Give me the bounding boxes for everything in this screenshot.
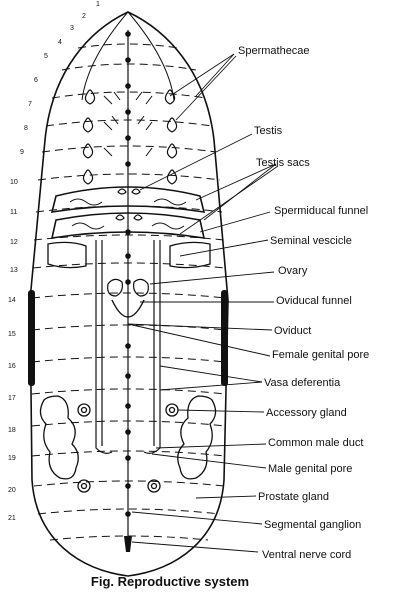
segment-number: 12 (10, 239, 18, 246)
label-spermiducal-funnel: Spermiducal funnel (274, 205, 368, 217)
label-prostate-gland: Prostate gland (258, 491, 329, 503)
label-male-genital-pore: Male genital pore (268, 463, 352, 475)
segmental-ganglia (124, 31, 132, 552)
segment-number: 13 (10, 267, 18, 274)
segment-number-labels: 1 2 3 4 5 6 7 8 9 10 11 12 13 14 15 16 1… (8, 1, 100, 522)
label-testis: Testis (254, 125, 283, 137)
spermathecae (82, 89, 178, 185)
segment-number: 7 (28, 101, 32, 108)
prostate-glands (39, 395, 217, 480)
pharyngeal-strands (103, 91, 153, 157)
segment-number: 4 (58, 39, 62, 46)
segment-number: 3 (70, 25, 74, 32)
segment-number: 1 (96, 1, 100, 8)
seminal-vesicles (47, 241, 211, 269)
accessory-glands (77, 403, 179, 493)
segment-number: 19 (8, 455, 16, 462)
ovaries (107, 278, 149, 318)
segment-number: 9 (20, 149, 24, 156)
body-outline (29, 11, 229, 577)
segment-number: 21 (8, 515, 16, 522)
testes (115, 188, 143, 221)
leader-lines (127, 53, 279, 553)
segment-number: 18 (8, 427, 16, 434)
segment-number: 10 (10, 179, 18, 186)
segment-number: 14 (8, 297, 16, 304)
testis-sacs (50, 186, 206, 239)
label-common-male-duct: Common male duct (268, 437, 363, 449)
segment-number: 8 (24, 125, 28, 132)
vasa-deferentia (95, 240, 161, 454)
segment-number: 2 (82, 13, 86, 20)
segment-number: 15 (8, 331, 16, 338)
ventral-nerve-cord (124, 30, 132, 552)
clitellum (28, 290, 228, 386)
label-oviduct: Oviduct (274, 325, 311, 337)
segment-number: 20 (8, 487, 16, 494)
label-ventral-nerve-cord: Ventral nerve cord (262, 549, 351, 561)
label-ovary: Ovary (278, 265, 308, 277)
label-spermathecae: Spermathecae (238, 45, 310, 57)
figure-caption: Fig. Reproductive system (90, 574, 250, 589)
label-seminal-vesicle: Seminal vescicle (270, 235, 352, 247)
label-female-genital-pore: Female genital pore (272, 349, 369, 361)
label-testis-sacs: Testis sacs (256, 157, 310, 169)
segment-number: 6 (34, 77, 38, 84)
structure-labels: Spermathecae Testis Testis sacs Spermidu… (238, 45, 369, 561)
label-segmental-ganglion: Segmental ganglion (264, 519, 361, 531)
segment-number: 5 (44, 53, 48, 60)
label-vasa-deferentia: Vasa deferentia (264, 377, 341, 389)
segment-number: 17 (8, 395, 16, 402)
segment-number: 11 (10, 209, 17, 216)
segment-boundaries (31, 43, 227, 541)
label-oviducal-funnel: Oviducal funnel (276, 295, 352, 307)
label-accessory-gland: Accessory gland (266, 407, 347, 419)
segment-number: 16 (8, 363, 16, 370)
